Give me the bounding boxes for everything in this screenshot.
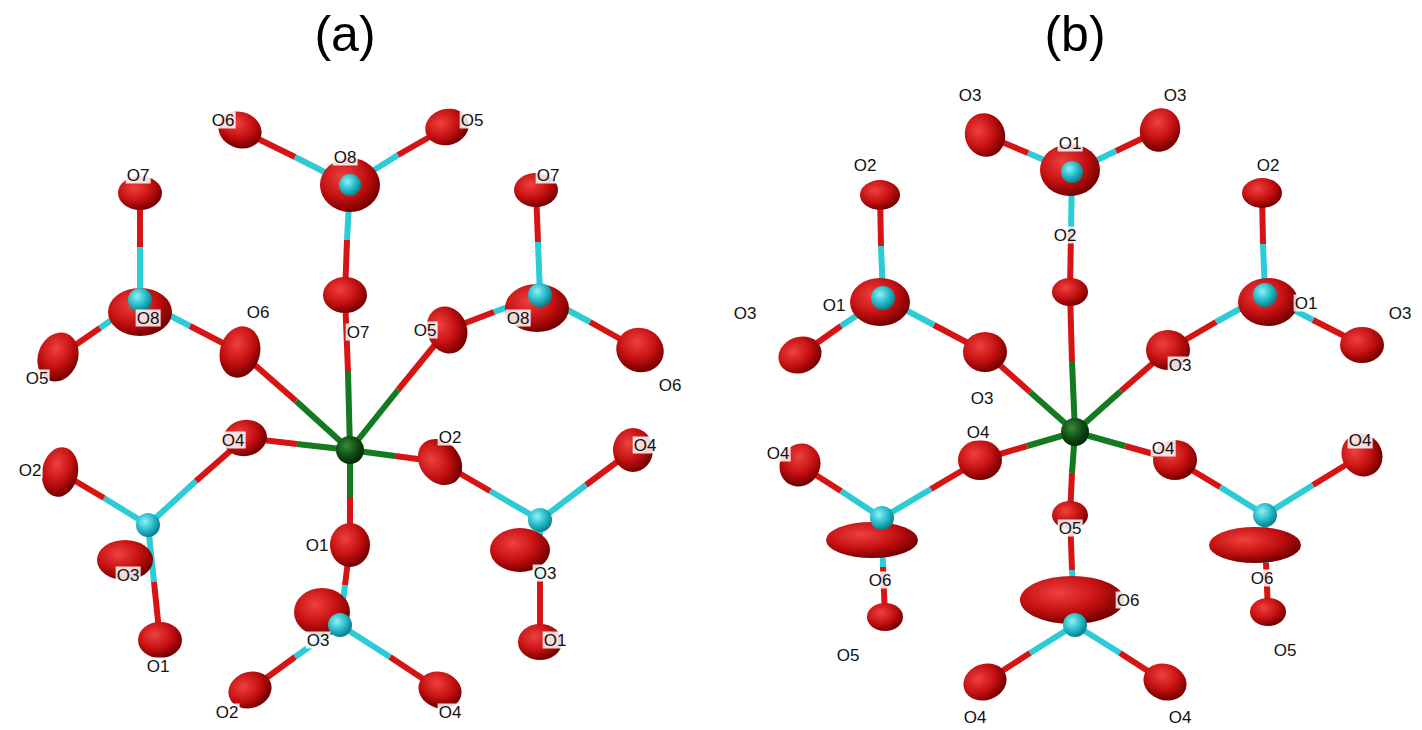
atom-label: O6	[868, 572, 893, 589]
atom-label: O4	[1168, 709, 1193, 726]
atom-label: O3	[1163, 87, 1188, 104]
bonds	[58, 127, 1362, 690]
atom-label: O2	[438, 429, 463, 446]
atom-label: O1	[146, 658, 171, 675]
atom-label: O5	[413, 322, 438, 339]
atom-label: O2	[1256, 157, 1281, 174]
atom-label: O3	[1388, 305, 1413, 322]
panel-label: (b)	[1043, 9, 1106, 59]
atom-label: O3	[958, 87, 983, 104]
atom-label: O8	[506, 310, 531, 327]
atom-label: O4	[966, 424, 991, 441]
atom-label: O6	[1250, 570, 1275, 587]
atom-label: O1	[1294, 295, 1319, 312]
atom-label: O2	[1053, 227, 1078, 244]
atom-label: O6	[211, 112, 236, 129]
atom-label: O3	[970, 390, 995, 407]
panel-label: (a)	[313, 9, 376, 59]
atom-label: O2	[18, 462, 43, 479]
atom-label: O1	[1058, 135, 1083, 152]
atom-label: O3	[733, 305, 758, 322]
atom-label: O4	[1348, 432, 1373, 449]
atom-label: O5	[1058, 520, 1083, 537]
atom-label: O4	[438, 704, 463, 721]
atom-label: O8	[136, 310, 161, 327]
atom-label: O3	[1168, 357, 1193, 374]
atom-label: O3	[116, 567, 141, 584]
atom-label: O7	[536, 167, 561, 184]
atom-label: O5	[460, 112, 485, 129]
atom-label: O2	[215, 704, 240, 721]
atom-label: O7	[346, 324, 371, 341]
atom-label: O4	[1151, 440, 1176, 457]
atom-label: O8	[333, 149, 358, 166]
atom-label: O5	[25, 370, 50, 387]
atom-label: O4	[766, 445, 791, 462]
atom-label: O4	[963, 709, 988, 726]
atom-label: O1	[305, 537, 330, 554]
atom-label: O5	[836, 647, 861, 664]
atom-label: O6	[246, 304, 271, 321]
oxygen-ellipsoids	[31, 102, 1391, 714]
atom-label: O6	[1116, 592, 1141, 609]
atom-label: O7	[126, 167, 151, 184]
atom-label: O1	[822, 297, 847, 314]
atom-label: O3	[533, 565, 558, 582]
atom-label: O4	[221, 432, 246, 449]
metal-centres	[336, 418, 1089, 464]
atom-label: O1	[543, 632, 568, 649]
cation-atoms	[128, 161, 1277, 637]
atom-label: O6	[658, 377, 683, 394]
atom-label: O4	[633, 437, 658, 454]
atom-label: O3	[306, 632, 331, 649]
atom-label: O2	[853, 157, 878, 174]
atom-label: O5	[1273, 642, 1298, 659]
